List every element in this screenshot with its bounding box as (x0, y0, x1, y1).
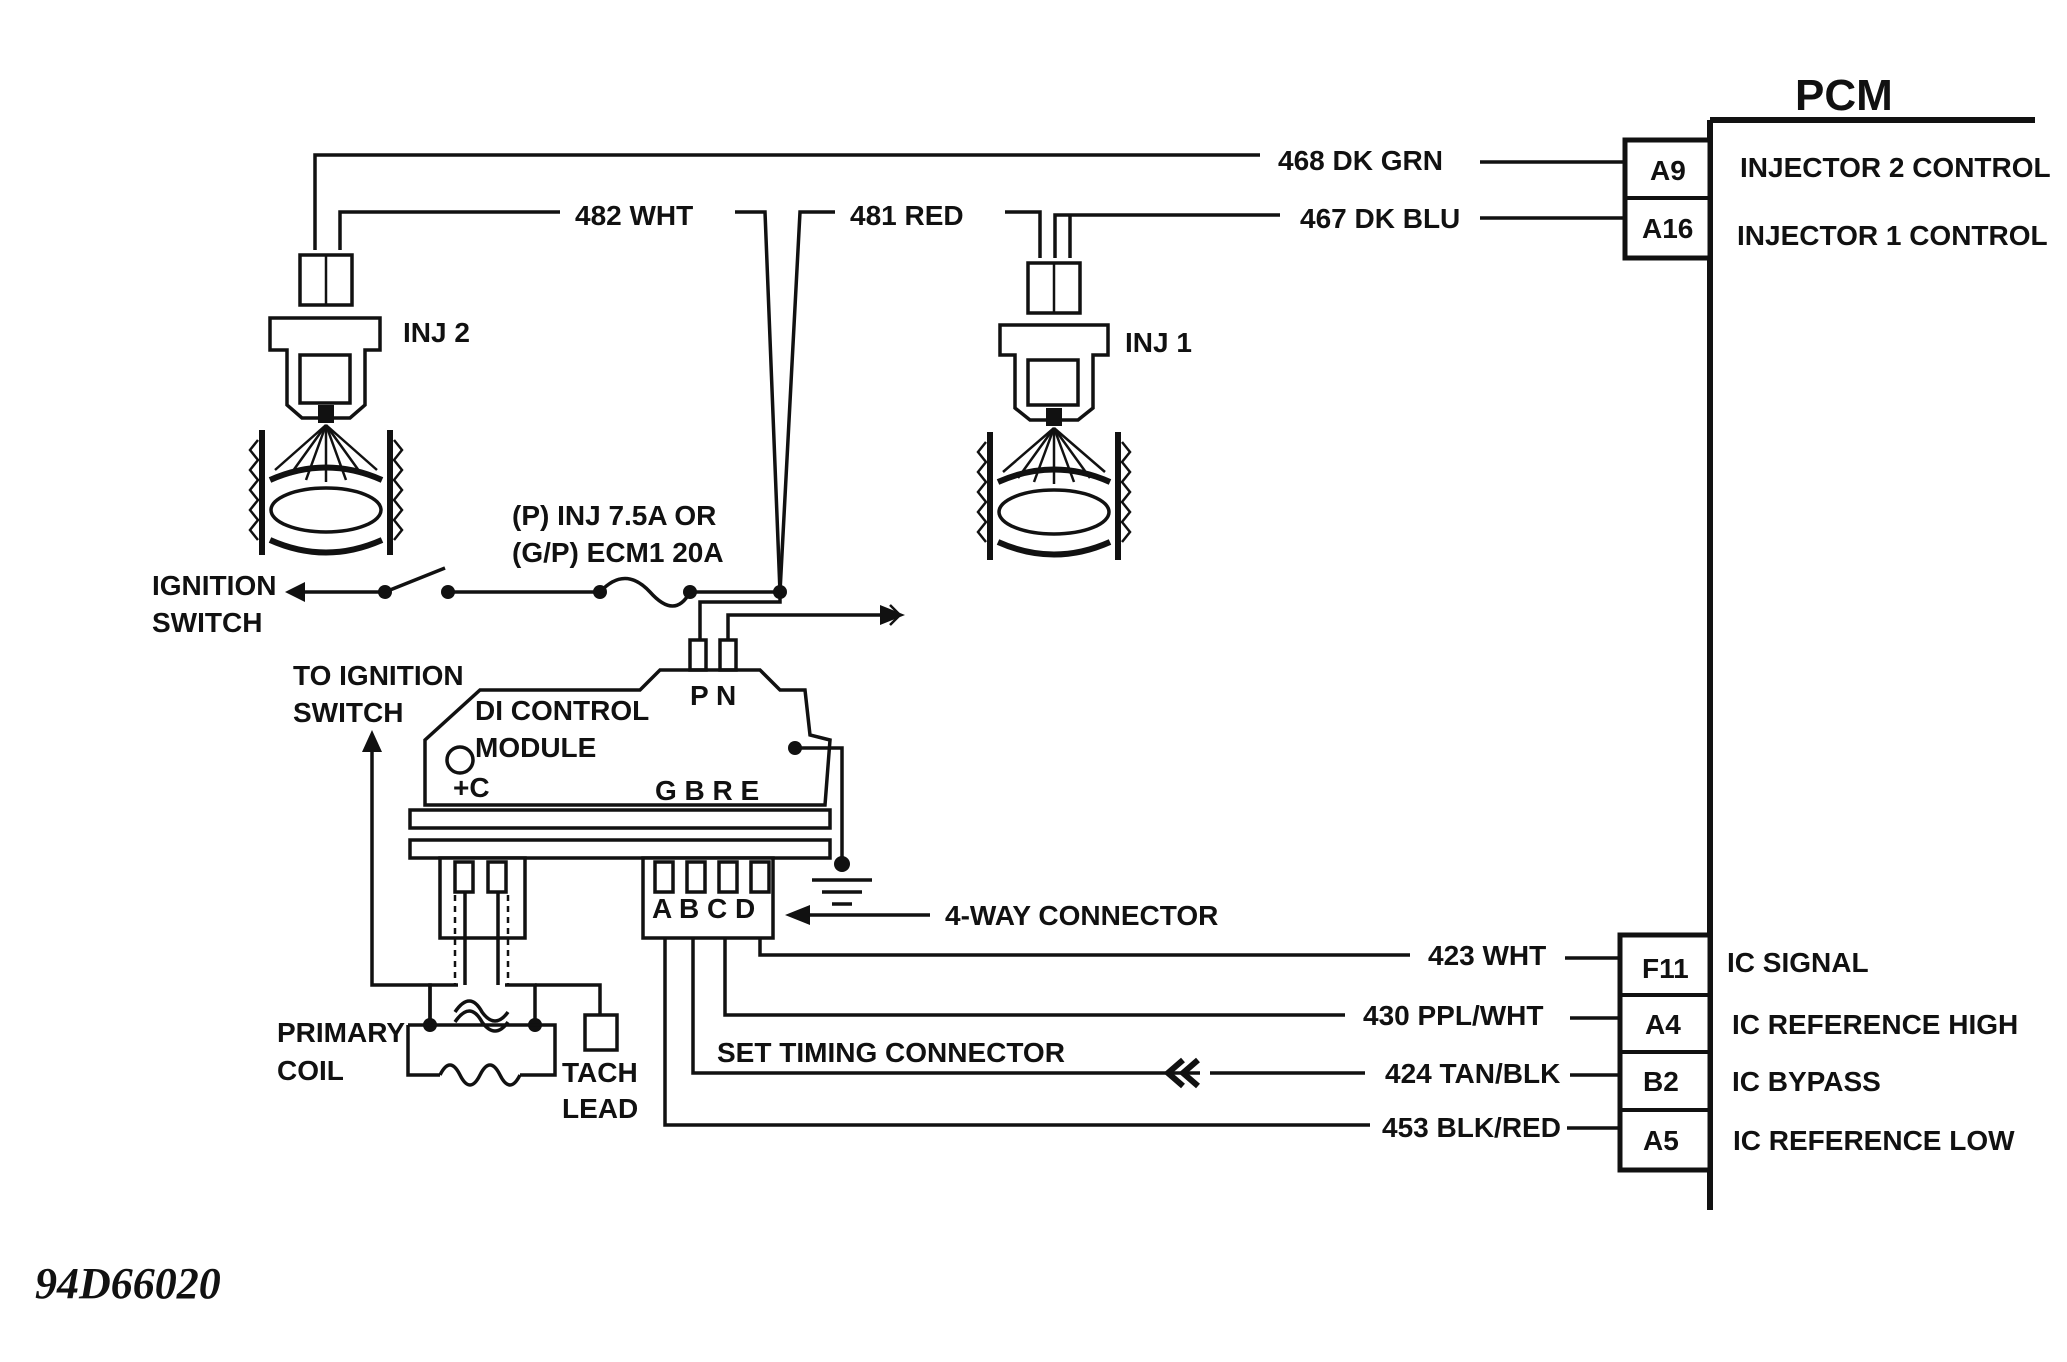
module-label-2: MODULE (475, 732, 596, 763)
four-way-connector-label: 4-WAY CONNECTOR (945, 900, 1218, 931)
arrow-right-icon (880, 605, 905, 625)
primary-coil: PRIMARY COIL (277, 892, 557, 1087)
wire-424-tan-blk: 424 TAN/BLK SET TIMING CONNECTOR (691, 938, 1620, 1089)
pcm-connector-bottom (1617, 932, 1713, 1173)
wire-423-label: 423 WHT (1428, 940, 1546, 971)
pcm-pin-a4: A4 (1645, 1009, 1681, 1040)
wire-453-blk-red: 453 BLK/RED (663, 938, 1620, 1143)
wire-430-ppl-wht: 430 PPL/WHT (723, 938, 1620, 1031)
pcm-pin-b2: B2 (1643, 1066, 1679, 1097)
wire-468-dk-grn: 468 DK GRN (313, 145, 1625, 250)
set-timing-connector-label: SET TIMING CONNECTOR (717, 1037, 1065, 1068)
wire-481-red: 481 RED (778, 200, 1072, 593)
arrow-left-icon (285, 582, 305, 602)
pcm-pin-a5-function: IC REFERENCE LOW (1733, 1125, 2015, 1156)
primary-coil-label-2: COIL (277, 1055, 344, 1086)
wire-481-label: 481 RED (850, 200, 964, 231)
injector-1-label: INJ 1 (1125, 327, 1192, 358)
tach-lead-label-1: TACH (562, 1057, 638, 1088)
pcm-block: PCM A9 INJECTOR 2 CONTROL A16 INJECTOR 1… (1617, 71, 2051, 1210)
to-ignition-switch-label-1: TO IGNITION (293, 660, 464, 691)
to-ignition-switch-label-2: SWITCH (293, 697, 403, 728)
injector-2: INJ 2 (248, 253, 470, 556)
connector-terminals-abcd: A B C D (652, 893, 755, 924)
wire-467-label: 467 DK BLU (1300, 203, 1460, 234)
module-terminal-c: +C (453, 772, 490, 803)
wire-482-label: 482 WHT (575, 200, 693, 231)
wire-482-wht: 482 WHT (338, 200, 782, 593)
pcm-pin-a4-function: IC REFERENCE HIGH (1732, 1009, 2018, 1040)
pcm-pin-f11: F11 (1642, 953, 1689, 984)
pcm-pin-b2-function: IC BYPASS (1732, 1066, 1881, 1097)
fuse-label-1: (P) INJ 7.5A OR (512, 500, 716, 531)
pcm-title: PCM (1795, 71, 1893, 120)
fuse-label-2: (G/P) ECM1 20A (512, 537, 724, 568)
pcm-pin-a16-function: INJECTOR 1 CONTROL (1737, 220, 2048, 251)
four-way-connector-callout: 4-WAY CONNECTOR (785, 900, 1218, 931)
wire-467-dk-blu: 467 DK BLU (1053, 203, 1625, 258)
arrow-up-icon (362, 730, 382, 752)
module-label-1: DI CONTROL (475, 695, 649, 726)
ignition-switch-label-2: SWITCH (152, 607, 262, 638)
tach-lead-label-2: LEAD (562, 1093, 638, 1124)
injector-2-label: INJ 2 (403, 317, 470, 348)
injector-1: INJ 1 (976, 261, 1192, 560)
wire-453-label: 453 BLK/RED (1382, 1112, 1561, 1143)
figure-code: 94D66020 (35, 1259, 221, 1308)
arrow-left-icon (785, 905, 810, 925)
pcm-pin-f11-function: IC SIGNAL (1727, 947, 1869, 978)
ignition-switch: IGNITION SWITCH (152, 566, 455, 638)
ignition-switch-label-1: IGNITION (152, 570, 276, 601)
wire-424-label: 424 TAN/BLK (1385, 1058, 1560, 1089)
pcm-pin-a5: A5 (1643, 1125, 1679, 1156)
wire-423-wht: 423 WHT (758, 938, 1620, 971)
tach-lead: TACH LEAD (535, 983, 638, 1124)
pcm-pin-a9: A9 (1650, 155, 1686, 186)
module-terminals-pn: P N (690, 680, 736, 711)
di-control-module: DI CONTROL MODULE +C P N G B R E A B C D (408, 592, 905, 940)
fuse: (P) INJ 7.5A OR (G/P) ECM1 20A (448, 500, 787, 608)
pcm-pin-a16: A16 (1642, 213, 1693, 244)
wire-468-label: 468 DK GRN (1278, 145, 1443, 176)
pcm-connector-top (1622, 137, 1713, 261)
to-ignition-switch-feed (362, 730, 432, 1025)
primary-coil-label-1: PRIMARY (277, 1017, 405, 1048)
module-terminals-gbre: G B R E (655, 775, 759, 806)
pcm-pin-a9-function: INJECTOR 2 CONTROL (1740, 152, 2051, 183)
wire-430-label: 430 PPL/WHT (1363, 1000, 1543, 1031)
